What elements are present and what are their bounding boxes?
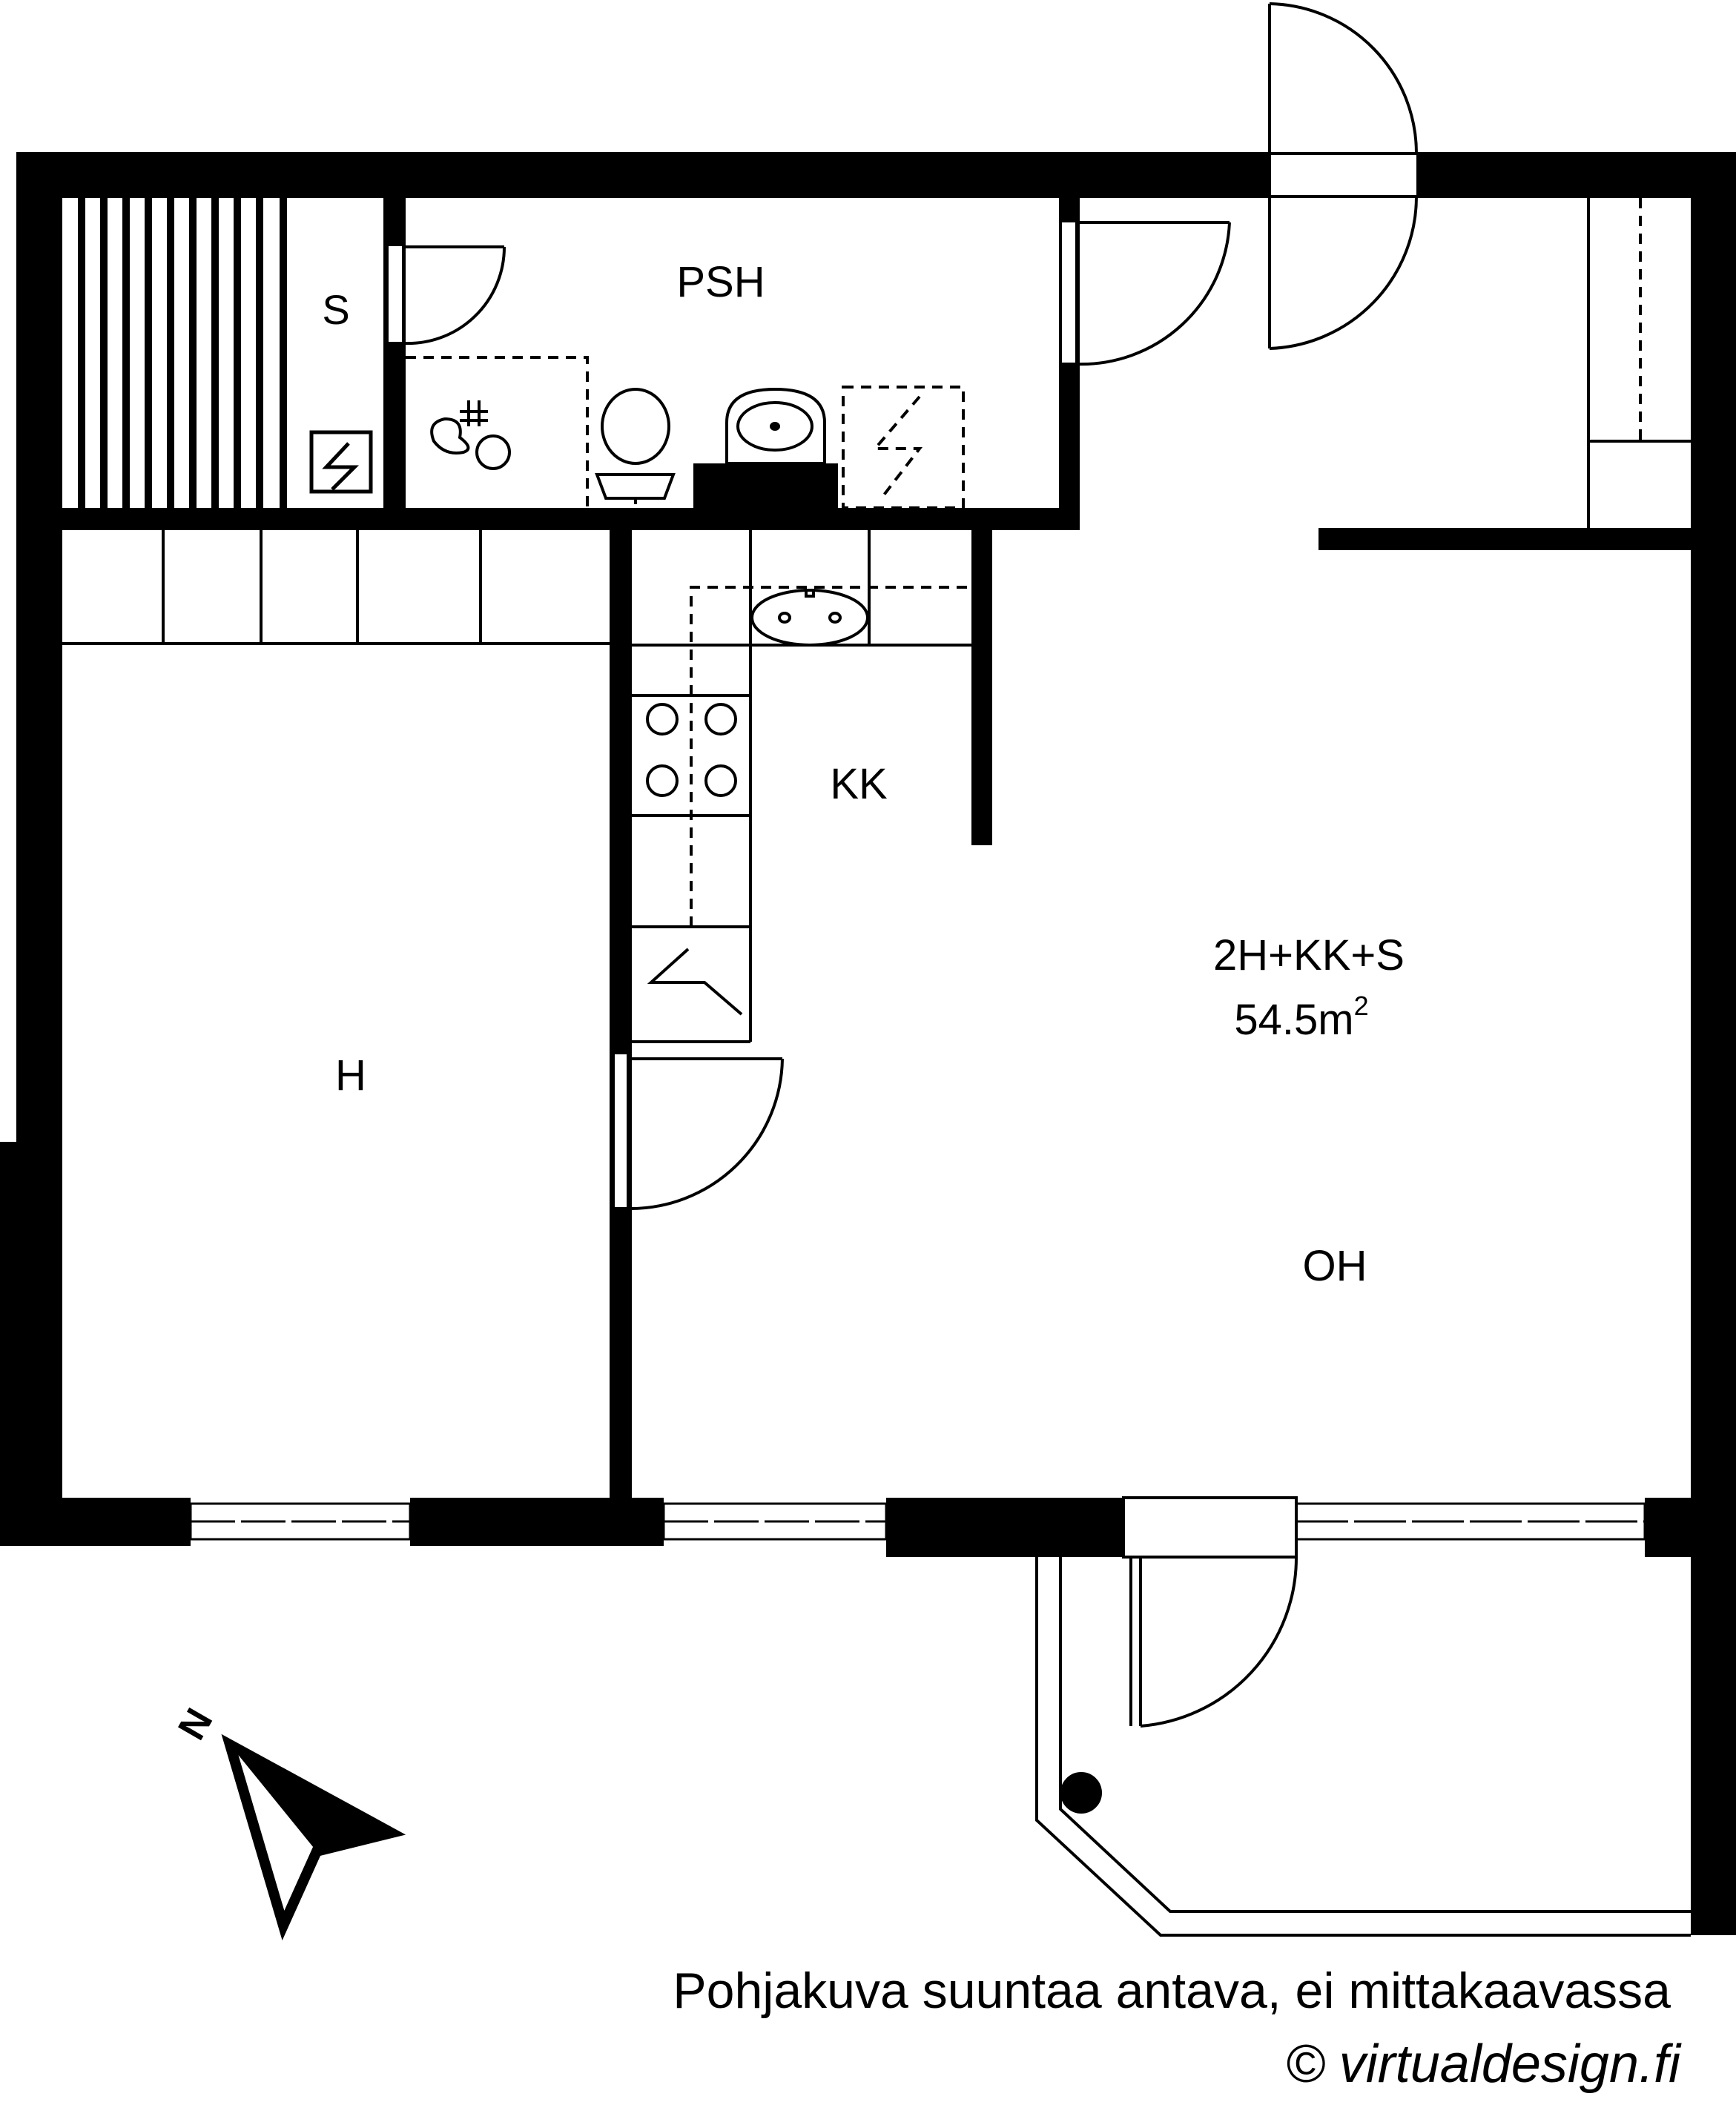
shower-faucet-icon xyxy=(430,400,511,470)
balcony xyxy=(1035,1557,1691,1937)
stove-icon xyxy=(646,703,737,797)
window-living-1 xyxy=(662,1502,888,1541)
wall-closet-stub xyxy=(1318,528,1691,550)
footer-copyright: ©virtualdesign.fi xyxy=(1287,2035,1682,2094)
fridge-icon xyxy=(647,948,743,1016)
wall-right xyxy=(1691,152,1736,1935)
room-label-bathroom: PSH xyxy=(676,258,765,306)
wall-left-protrusion xyxy=(0,1142,18,1546)
interior-walls xyxy=(62,198,1691,1498)
footer-disclaimer: Pohjakuva suuntaa antava, ei mittakaavas… xyxy=(673,1963,1671,2019)
apartment-area-exp: 2 xyxy=(1354,991,1369,1021)
room-labels: S PSH KK H OH 2H+KK+S 54.5m2 xyxy=(322,258,1405,1290)
wall-bottom-4 xyxy=(1645,1498,1736,1557)
bathroom-door xyxy=(1059,219,1231,366)
upper-cabinet-outline xyxy=(690,586,971,927)
apartment-area: 54.5m2 xyxy=(1234,991,1368,1044)
sauna-stove-icon xyxy=(309,430,373,494)
sauna-door xyxy=(386,243,506,346)
bedroom-door xyxy=(612,1051,784,1211)
exterior-walls xyxy=(0,152,1736,1935)
room-label-kitchen: KK xyxy=(830,760,888,808)
doors xyxy=(386,2,1419,1728)
wall-psh-bottom xyxy=(62,508,1080,530)
balcony-door xyxy=(1122,1496,1298,1728)
window-bedroom xyxy=(189,1502,412,1541)
wash-basin-icon xyxy=(725,387,826,465)
washing-machine-icon xyxy=(842,386,965,509)
wall-top-right xyxy=(1418,152,1691,198)
entry-closet xyxy=(1587,198,1691,528)
copyright-symbol: © xyxy=(1287,2035,1326,2094)
kitchen-sink-icon xyxy=(750,589,869,647)
toilet-icon xyxy=(595,388,676,504)
balcony-rail-outer xyxy=(1035,1557,1691,1937)
psh-counter-block xyxy=(693,463,838,509)
bathroom-fixtures xyxy=(406,356,965,509)
bedroom-wardrobes xyxy=(62,530,610,645)
wall-kitchen-stub xyxy=(971,530,992,845)
wall-left xyxy=(16,152,62,1546)
wall-bottom-1 xyxy=(16,1498,191,1546)
balcony-rail-inner xyxy=(1059,1557,1691,1913)
compass-north-label: N xyxy=(170,1702,221,1748)
kitchen-fixtures xyxy=(632,530,971,1043)
balcony-drain-icon xyxy=(1060,1772,1102,1814)
wall-bottom-2 xyxy=(410,1498,664,1546)
copyright-name: virtualdesign.fi xyxy=(1339,2035,1682,2094)
apartment-area-value: 54.5m xyxy=(1234,996,1353,1044)
front-door xyxy=(1268,2,1419,350)
wall-top-left xyxy=(16,152,1270,198)
compass: N xyxy=(170,1702,406,1941)
room-label-bedroom: H xyxy=(335,1051,366,1100)
room-label-living: OH xyxy=(1303,1242,1367,1290)
footer: Pohjakuva suuntaa antava, ei mittakaavas… xyxy=(673,1963,1682,2094)
shower-area xyxy=(406,356,589,508)
window-living-2 xyxy=(1295,1502,1646,1541)
sauna-benches xyxy=(78,198,287,508)
room-label-sauna: S xyxy=(322,286,349,333)
wall-bottom-3 xyxy=(886,1498,1123,1557)
apartment-type: 2H+KK+S xyxy=(1213,931,1405,979)
wall-bedroom-right xyxy=(610,530,632,1498)
